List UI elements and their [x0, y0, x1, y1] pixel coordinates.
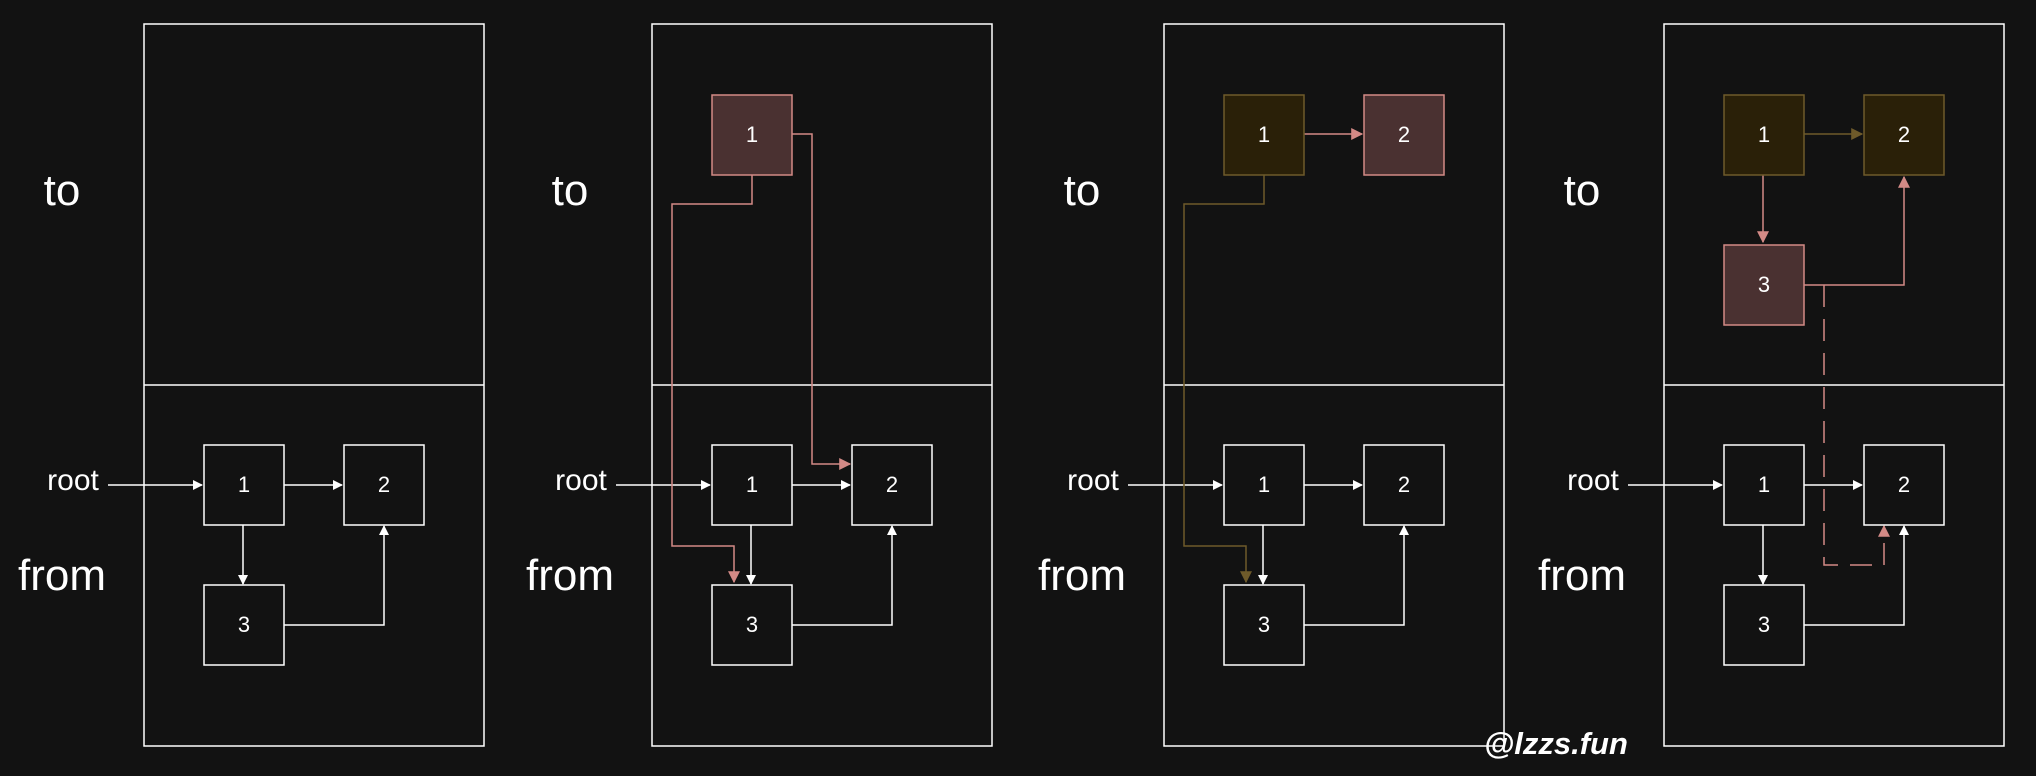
to-node-2: 2 — [1863, 94, 1945, 176]
from-node-3: 3 — [1723, 584, 1805, 666]
from-node-2: 2 — [851, 444, 933, 526]
svg-text:1: 1 — [1758, 122, 1770, 147]
edge-3-2 — [792, 525, 897, 626]
edge-3-2 — [284, 525, 389, 626]
from-node-2: 2 — [1863, 444, 1945, 526]
forward-to-3 — [671, 174, 753, 584]
svg-text:2: 2 — [378, 472, 390, 497]
to-node-1: 1 — [711, 94, 793, 176]
from-node-2: 2 — [343, 444, 425, 526]
svg-text:1: 1 — [746, 472, 758, 497]
from-node-2: 2 — [1363, 444, 1445, 526]
from-space-label: from — [526, 551, 614, 600]
from-space-label: from — [18, 551, 106, 600]
to-space-label: to — [1064, 166, 1101, 215]
panel-3: to from root 1 2 3 1 2 — [1038, 23, 1505, 747]
svg-text:3: 3 — [746, 612, 758, 637]
from-node-3: 3 — [1223, 584, 1305, 666]
to-node-1: 1 — [1223, 94, 1305, 176]
svg-text:2: 2 — [1398, 472, 1410, 497]
to-space-label: to — [552, 166, 589, 215]
edge-3-2 — [1304, 525, 1409, 626]
svg-text:2: 2 — [886, 472, 898, 497]
root-label: root — [555, 464, 607, 497]
root-label: root — [1067, 464, 1119, 497]
watermark: @lzzs.fun — [1484, 726, 1628, 761]
edge-3-2 — [1804, 525, 1909, 626]
panel-4: to from root 1 2 3 1 2 3 — [1538, 23, 2005, 747]
from-node-1: 1 — [1223, 444, 1305, 526]
to-edge-3-2 — [1804, 175, 1910, 286]
from-space-label: from — [1038, 551, 1126, 600]
from-space-label: from — [1538, 551, 1626, 600]
svg-text:2: 2 — [1898, 472, 1910, 497]
from-node-1: 1 — [711, 444, 793, 526]
from-node-1: 1 — [203, 444, 285, 526]
svg-text:2: 2 — [1398, 122, 1410, 147]
to-node-1: 1 — [1723, 94, 1805, 176]
svg-text:3: 3 — [1758, 272, 1770, 297]
svg-text:1: 1 — [238, 472, 250, 497]
svg-text:1: 1 — [1258, 122, 1270, 147]
to-space-label: to — [44, 166, 81, 215]
from-node-3: 3 — [711, 584, 793, 666]
forward-to-2-dashed — [1823, 285, 1890, 566]
from-node-1: 1 — [1723, 444, 1805, 526]
panel-2: to from root 1 2 3 1 — [526, 23, 993, 747]
root-label: root — [1567, 464, 1619, 497]
to-node-2: 2 — [1363, 94, 1445, 176]
to-node-3: 3 — [1723, 244, 1805, 326]
forward-to-3 — [1183, 174, 1265, 584]
svg-text:1: 1 — [1258, 472, 1270, 497]
svg-text:3: 3 — [1758, 612, 1770, 637]
svg-text:1: 1 — [1758, 472, 1770, 497]
from-node-3: 3 — [203, 584, 285, 666]
root-label: root — [47, 464, 99, 497]
to-space-label: to — [1564, 166, 1601, 215]
svg-text:1: 1 — [746, 122, 758, 147]
forward-to-2 — [792, 133, 852, 470]
svg-text:3: 3 — [238, 612, 250, 637]
panel-1: to from root 1 2 3 — [18, 23, 485, 747]
svg-text:3: 3 — [1258, 612, 1270, 637]
svg-text:2: 2 — [1898, 122, 1910, 147]
